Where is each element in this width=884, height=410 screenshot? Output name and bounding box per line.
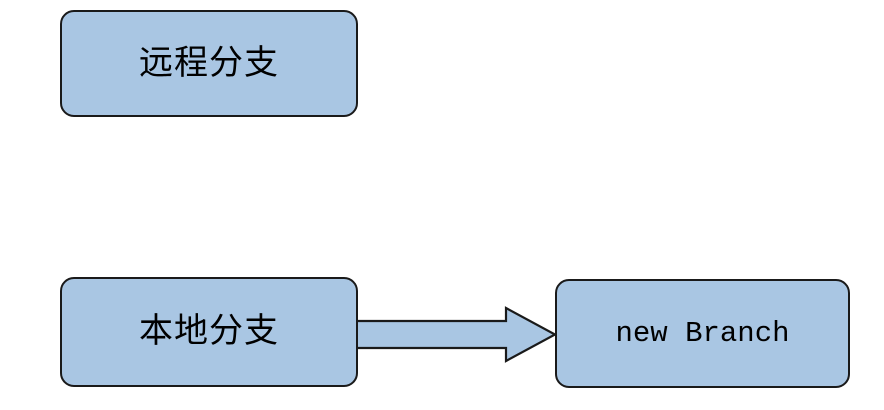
block-arrow-local-to-new — [354, 306, 558, 363]
node-local-branch: 本地分支 — [60, 277, 358, 387]
node-remote-branch-label: 远程分支 — [139, 44, 279, 82]
node-local-branch-label: 本地分支 — [139, 313, 279, 350]
node-new-branch-label: new Branch — [615, 317, 790, 350]
node-new-branch: new Branch — [555, 279, 850, 388]
node-remote-branch: 远程分支 — [60, 10, 358, 117]
